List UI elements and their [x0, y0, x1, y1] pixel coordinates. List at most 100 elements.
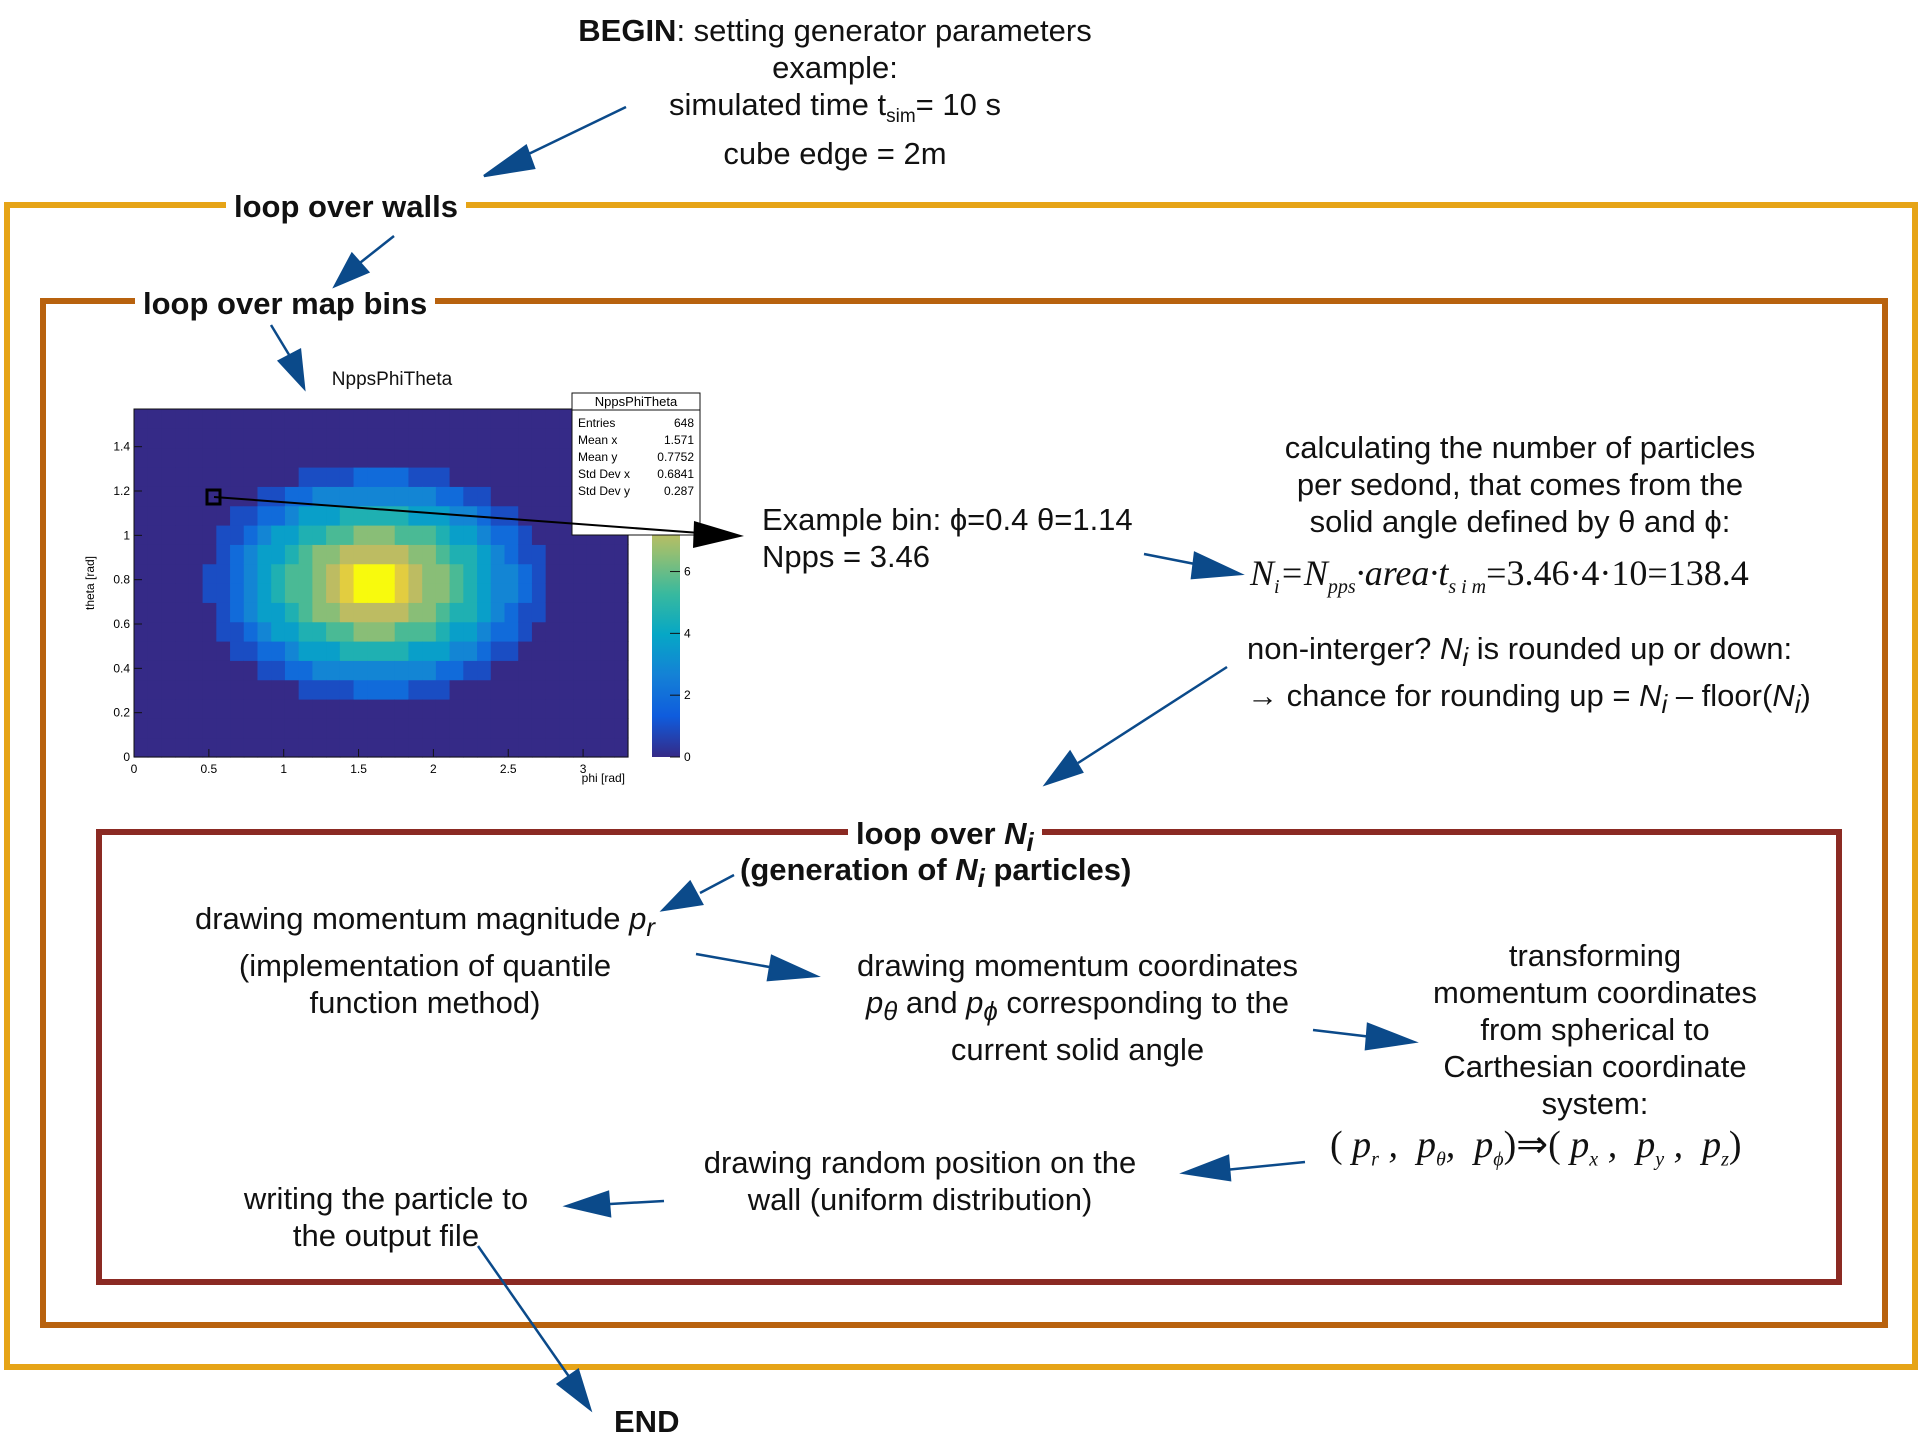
histogram-x-label: phi [rad] — [582, 771, 625, 785]
histogram-cell — [463, 544, 478, 565]
histogram-cell — [490, 737, 506, 758]
histogram-cell — [559, 679, 574, 700]
histogram-cell — [147, 544, 163, 565]
histogram-cell — [586, 641, 602, 661]
histogram-cell — [284, 409, 300, 429]
z-tick-label: 6 — [684, 565, 691, 579]
histogram-cell — [381, 602, 396, 623]
histogram-cell — [161, 583, 176, 603]
histogram-cell — [559, 602, 574, 623]
histogram-cell — [161, 660, 176, 681]
histogram-cell — [449, 563, 464, 584]
histogram-cell — [161, 486, 176, 507]
histogram-cell — [422, 641, 437, 661]
histogram-cell — [422, 679, 437, 700]
histogram-cell — [394, 718, 410, 739]
histogram-cell — [422, 583, 437, 603]
loop-walls-box — [4, 202, 1918, 1370]
histogram-cell — [339, 737, 355, 758]
histogram-cell — [230, 718, 245, 739]
histogram-cell — [449, 621, 464, 642]
histogram-cell — [408, 467, 423, 487]
histogram-cell — [559, 737, 574, 758]
histogram-cell — [367, 737, 382, 758]
histogram-cell — [147, 525, 163, 545]
histogram-cell — [449, 602, 464, 623]
histogram-cell — [161, 428, 176, 449]
step-random-position-line-1: drawing random position on the — [703, 1145, 1137, 1180]
histogram-cell — [312, 525, 327, 545]
histogram-cell — [230, 679, 245, 700]
histogram-cell — [490, 660, 506, 681]
histogram-cell — [230, 447, 245, 468]
histogram-cell — [435, 583, 451, 603]
histogram-cell — [435, 544, 451, 565]
histogram-cell — [271, 583, 286, 603]
begin-label: BEGIN — [578, 13, 677, 48]
histogram-cell — [257, 737, 272, 758]
histogram-cell — [298, 583, 313, 603]
histogram-cell — [326, 583, 341, 603]
histogram-cell — [600, 660, 615, 681]
histogram-cell — [477, 409, 492, 429]
histogram-cell — [230, 467, 245, 487]
histogram-cell — [504, 563, 519, 584]
histogram-cell — [504, 428, 519, 449]
histogram-cell — [367, 544, 382, 565]
step-momentum-coordinates: drawing momentum coordinates pθ and pϕ c… — [800, 947, 1355, 1068]
histogram-cell — [367, 621, 382, 642]
arrow-write-to-end-head — [555, 1367, 593, 1413]
histogram-cell — [230, 563, 245, 584]
x-tick-label: 0 — [131, 762, 138, 776]
histogram-cell — [490, 679, 506, 700]
histogram-cell — [435, 699, 451, 719]
histogram-cell — [408, 602, 423, 623]
histogram-cell — [463, 679, 478, 700]
histogram-cell — [545, 467, 560, 487]
histogram-cell — [134, 447, 149, 468]
histogram-cell — [545, 679, 560, 700]
histogram-cell — [394, 641, 410, 661]
histogram-cell — [243, 699, 259, 719]
histogram-cell — [284, 621, 300, 642]
histogram-cell — [257, 679, 272, 700]
histogram-cell — [216, 583, 231, 603]
histogram-cell — [202, 699, 217, 719]
step-momentum-magnitude-line-3: function method) — [309, 985, 541, 1021]
histogram-cell — [271, 718, 286, 739]
histogram-cell — [298, 563, 313, 584]
histogram-cell — [175, 602, 190, 623]
histogram-cell — [257, 505, 272, 526]
histogram-cell — [188, 737, 204, 758]
histogram-cell — [312, 505, 327, 526]
calc-line-3: solid angle defined by θ and ϕ: — [1309, 504, 1731, 539]
stats-title: NppsPhiTheta — [595, 394, 678, 409]
histogram-cell — [463, 486, 478, 507]
histogram-cell — [147, 467, 163, 487]
histogram-cell — [449, 544, 464, 565]
histogram-cell — [435, 467, 451, 487]
histogram-cell — [353, 737, 368, 758]
loop-walls-label: loop over walls — [226, 188, 466, 225]
histogram-cell — [490, 447, 506, 468]
histogram-cell — [614, 563, 629, 584]
histogram-cell — [298, 602, 313, 623]
histogram-cell — [435, 447, 451, 468]
histogram-cell — [477, 447, 492, 468]
histogram-cell — [381, 621, 396, 642]
arrow-bin-to-example-head — [693, 521, 744, 548]
histogram-cell — [477, 660, 492, 681]
histogram-cell — [243, 737, 259, 758]
histogram-cell — [463, 428, 478, 449]
arrow-write-to-end — [476, 1245, 572, 1379]
histogram-cell — [312, 563, 327, 584]
histogram-cell — [216, 699, 231, 719]
begin-description: : setting generator parameters — [676, 13, 1092, 48]
histogram-cell — [408, 409, 423, 429]
histogram-cell — [477, 428, 492, 449]
histogram-cell — [545, 718, 560, 739]
histogram-cell — [504, 409, 519, 429]
histogram-cell — [477, 505, 492, 526]
histogram-cell — [243, 544, 259, 565]
